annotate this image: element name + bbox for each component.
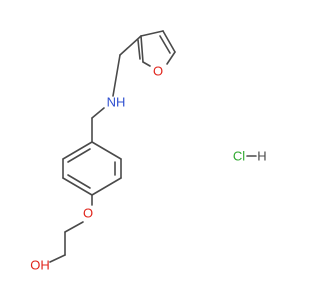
hydroxyethoxy-chain — [49, 194, 93, 263]
bond — [91, 177, 122, 196]
structure-diagram: O NH O OH Cl H — [30, 30, 267, 273]
bond — [159, 35, 171, 54]
benzene-ring — [62, 141, 122, 196]
bond — [67, 148, 91, 163]
chlorine-label: Cl — [233, 149, 245, 164]
bond — [112, 54, 121, 97]
bond — [162, 30, 176, 53]
bond — [140, 35, 144, 63]
bond — [142, 61, 151, 67]
bond — [119, 35, 142, 56]
amine-label: NH — [107, 95, 126, 110]
bond — [64, 221, 84, 233]
furan-oxygen-label: O — [153, 64, 163, 79]
bond — [91, 107, 105, 119]
bond — [49, 254, 66, 263]
hydrogen-label: H — [257, 149, 266, 164]
bond — [91, 141, 122, 160]
hydroxyl-label: OH — [30, 258, 50, 273]
furan-ring — [137, 30, 176, 67]
bond — [137, 39, 141, 60]
bond — [62, 141, 93, 160]
bond — [140, 30, 164, 37]
bond — [62, 177, 93, 196]
bond — [166, 51, 176, 65]
bond — [67, 174, 91, 189]
amine-linker — [91, 35, 142, 143]
ether-oxygen-label: O — [83, 206, 93, 221]
